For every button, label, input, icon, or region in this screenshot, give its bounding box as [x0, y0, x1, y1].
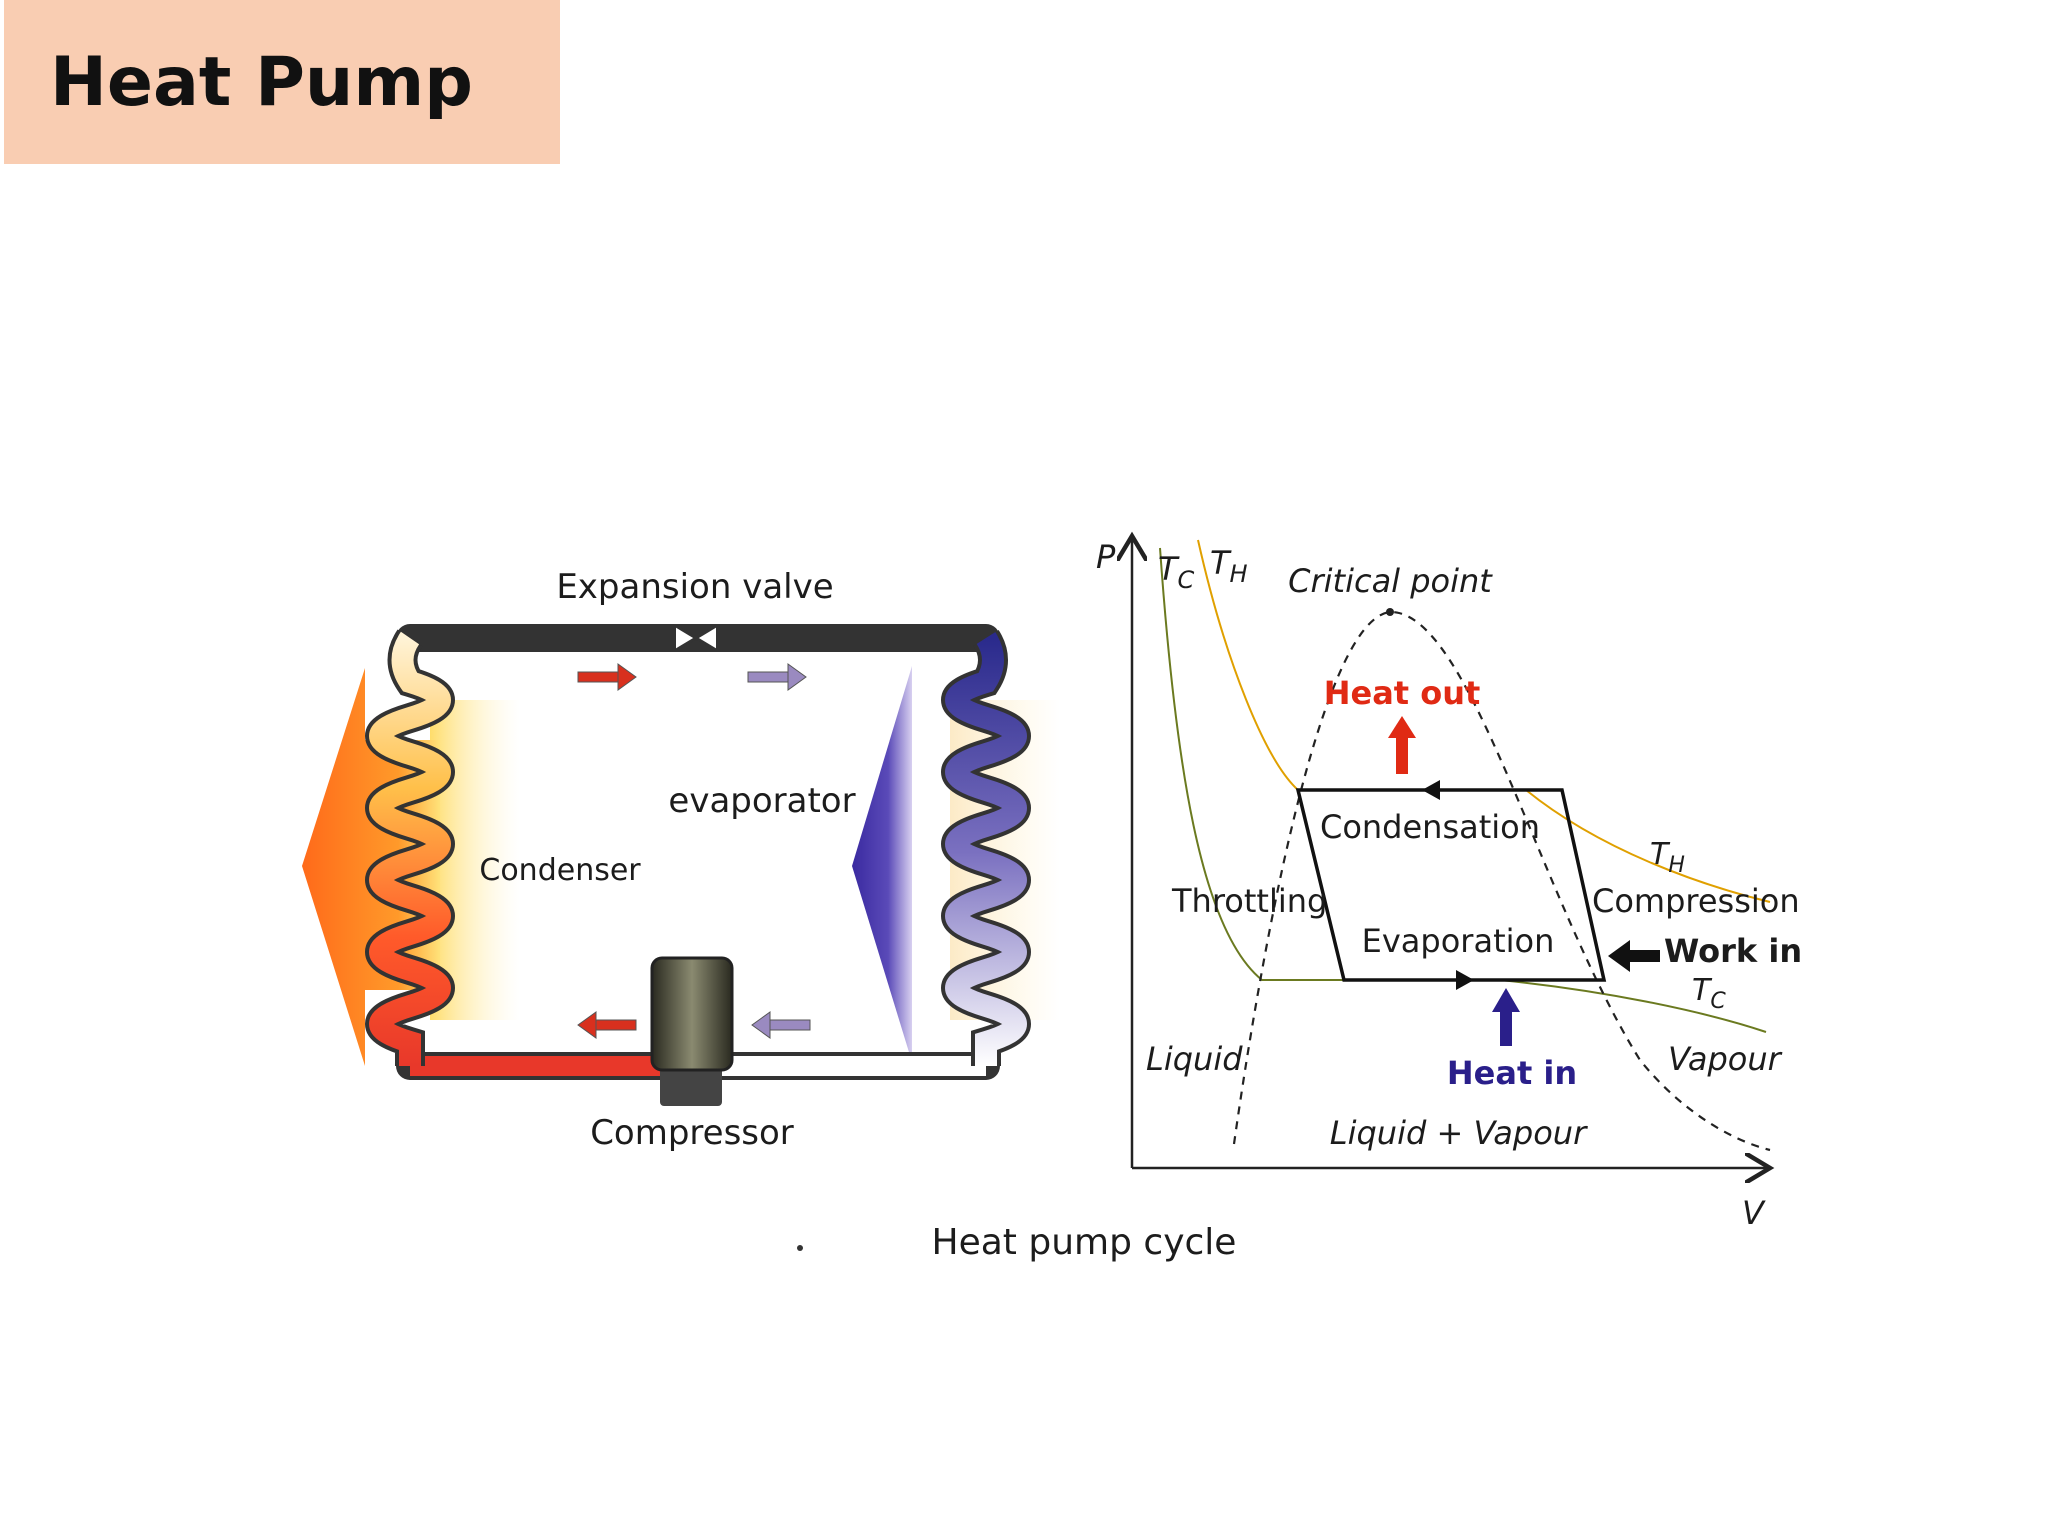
- tc-isotherm: [1159, 547, 1767, 1033]
- flow-arrow-cold-bottom: [751, 1011, 811, 1039]
- page-title: Heat Pump: [50, 42, 473, 122]
- heat-out-label: Heat out: [1324, 674, 1481, 712]
- heat-in-label: Heat in: [1447, 1054, 1577, 1092]
- heat-in-arrow: [1492, 988, 1520, 1046]
- th-label-right: TH: [1650, 837, 1685, 878]
- heat-pump-schematic: Expansion valve evaporator Condenser Com…: [302, 567, 1060, 1153]
- caption-dot: [797, 1245, 803, 1251]
- liquid-label: Liquid: [1146, 1040, 1243, 1078]
- tc-label-top: TC: [1158, 550, 1195, 594]
- heat-in-big-arrow: [852, 666, 912, 1062]
- evaporation-label: Evaporation: [1362, 922, 1555, 960]
- evaporator-coil: [945, 632, 1027, 1066]
- critical-point-marker: [1386, 608, 1394, 616]
- cycle-arrow-top: [1422, 780, 1440, 800]
- work-in-arrow: [1608, 940, 1660, 972]
- flow-arrow-cold-top: [747, 663, 807, 691]
- flow-arrow-hot-bottom: [577, 1011, 637, 1039]
- saturation-dome: [1232, 610, 1771, 1152]
- work-in-label: Work in: [1664, 932, 1802, 970]
- condensation-label: Condensation: [1320, 808, 1540, 846]
- evaporator-label: evaporator: [668, 781, 855, 821]
- expansion-valve: [675, 624, 717, 652]
- compressor-label: Compressor: [590, 1113, 794, 1153]
- compression-label: Compression: [1592, 882, 1800, 920]
- tc-label-right: TC: [1692, 973, 1726, 1014]
- expansion-valve-label: Expansion valve: [556, 567, 833, 607]
- flow-arrow-hot-top: [577, 663, 637, 691]
- v-axis-label: V: [1742, 1194, 1766, 1232]
- compressor-icon: [650, 956, 734, 1072]
- compressor-base: [660, 1066, 722, 1106]
- pv-diagram: P V TC TH TH TC Critical point: [1096, 536, 1802, 1232]
- cycle-path: [1295, 788, 1607, 982]
- cycle-arrow-bottom: [1456, 970, 1474, 990]
- condenser-coil: [369, 631, 451, 1066]
- figure-caption: Heat pump cycle: [932, 1222, 1237, 1263]
- condenser-label: Condenser: [479, 853, 641, 888]
- th-label-top: TH: [1210, 544, 1248, 588]
- throttling-label: Throttling: [1171, 882, 1327, 920]
- p-axis-label: P: [1096, 538, 1116, 576]
- critical-point-label: Critical point: [1288, 562, 1493, 600]
- title-banner: Heat Pump: [4, 0, 560, 164]
- heat-out-arrow: [1388, 716, 1416, 774]
- liquid-vapour-label: Liquid + Vapour: [1330, 1114, 1588, 1152]
- vapour-label: Vapour: [1668, 1040, 1783, 1078]
